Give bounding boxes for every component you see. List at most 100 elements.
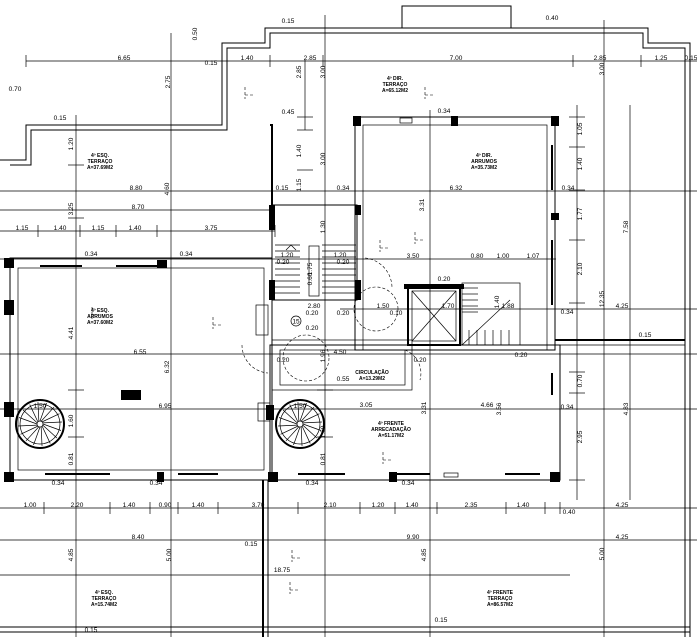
door-swing xyxy=(404,349,422,381)
dimension-label: 0.20 xyxy=(438,276,451,283)
dimension-label: 0.15 xyxy=(685,55,697,62)
spiral-stair-icon xyxy=(279,403,321,445)
plan-rect xyxy=(401,5,512,29)
plan-line xyxy=(41,425,51,444)
room-label-name: ARRECADAÇÃO xyxy=(371,426,411,433)
dimension-label: 1.15 xyxy=(16,225,29,232)
plan-outline xyxy=(270,124,273,205)
column xyxy=(550,472,560,482)
plan-line xyxy=(18,424,38,427)
dimension-label: 3.31 xyxy=(419,198,426,211)
dimension-label: 0.45 xyxy=(282,109,295,116)
dimension-label: 6.55 xyxy=(134,349,147,356)
plan-line xyxy=(40,426,43,446)
room-label-name: TERRAÇO xyxy=(383,82,408,88)
dimension-label: 3.31 xyxy=(421,401,428,414)
room-label-name: TERRAÇO xyxy=(88,159,113,165)
plan-rect xyxy=(308,245,320,297)
dimension-label: 4.50 xyxy=(334,349,347,356)
plan-line xyxy=(299,402,307,422)
dimension-label: 1.15 xyxy=(92,225,105,232)
dimension-label: 0.34 xyxy=(150,480,163,487)
plan-line xyxy=(33,426,41,446)
room-label-name: TERRAÇO xyxy=(92,596,117,602)
plan-rect xyxy=(255,304,269,336)
plan-line xyxy=(39,402,47,422)
column xyxy=(268,472,278,482)
dimension-label: 0.81 xyxy=(68,452,75,465)
room-label-name: CIRCULAÇÃO xyxy=(355,369,389,376)
dimension-label: 1.15 xyxy=(296,178,303,191)
room-label-name: TERRAÇO xyxy=(488,596,513,602)
spiral-stair-icon xyxy=(296,420,304,428)
plan-rect xyxy=(279,349,406,386)
dimension-label: 4.25 xyxy=(616,303,629,310)
plan-line xyxy=(300,426,303,446)
dimension-label: 2.85 xyxy=(594,55,607,62)
column xyxy=(4,300,14,315)
dimension-label: 2.35 xyxy=(465,502,478,509)
dimension-label: 3.00 xyxy=(320,65,327,78)
dimension-label: 1.05 xyxy=(577,122,584,135)
room-label-area: A=15.74M2 xyxy=(91,602,117,608)
dimension-label: 6.32 xyxy=(450,185,463,192)
room-label-level: 4º FRENTE xyxy=(378,421,405,427)
dimension-label: 1.40 xyxy=(123,502,136,509)
dimension-label: 0.80 xyxy=(471,253,484,260)
plan-rect xyxy=(257,402,271,422)
plan-line xyxy=(40,406,55,422)
plan-line xyxy=(280,425,299,435)
dimension-label: 12.35 xyxy=(599,290,606,307)
dimension-label: 0.20 xyxy=(337,310,350,317)
dimension-label: 6.32 xyxy=(164,360,171,373)
plan-line xyxy=(461,299,511,346)
dimension-label: 5.00 xyxy=(599,547,606,560)
room-label-area: A=65.12M2 xyxy=(382,88,408,94)
column xyxy=(4,472,14,482)
dimension-label: 0.70 xyxy=(577,374,584,387)
room-label-level: 4º DIR. xyxy=(387,76,404,82)
dimension-label: 0.20 xyxy=(306,310,319,317)
plan-rect xyxy=(269,344,561,481)
room-label-area: A=13.29M2 xyxy=(359,376,385,382)
column xyxy=(451,116,458,126)
plan-line xyxy=(282,409,298,424)
plan-rect xyxy=(461,282,521,346)
room-label-area: A=37.69M2 xyxy=(87,165,113,171)
plan-line xyxy=(278,417,298,425)
dimension-label: 0.55 xyxy=(337,376,350,383)
dimension-label: 6.65 xyxy=(118,55,131,62)
room-label-area: A=51.17M2 xyxy=(378,433,404,439)
plan-outline xyxy=(285,244,297,251)
dimension-label: 4.85 xyxy=(68,548,75,561)
column xyxy=(353,116,361,126)
plan-line xyxy=(18,417,38,425)
plan-line xyxy=(20,425,39,435)
plan-line xyxy=(285,426,300,442)
plan-rect xyxy=(354,116,556,351)
dimension-label: 3.00 xyxy=(599,62,606,75)
dimension-label: 1.40 xyxy=(577,157,584,170)
dimension-label: 1.40 xyxy=(517,502,530,509)
dimension-label: 4.25 xyxy=(616,534,629,541)
dimension-label: 18.75 xyxy=(274,567,291,574)
dimension-label: 1.50 xyxy=(294,403,307,410)
dimension-label: 0.81 xyxy=(320,452,327,465)
room-label-area: A=35.73M2 xyxy=(471,165,497,171)
dimension-label: 7.00 xyxy=(450,55,463,62)
dimension-label: 1.40 xyxy=(296,144,303,157)
plan-line xyxy=(42,421,62,424)
dimension-label: 3.05 xyxy=(360,402,373,409)
dimension-label: 1.40 xyxy=(54,225,67,232)
dimension-label: 0.15 xyxy=(245,541,258,548)
dimension-label: 3.25 xyxy=(68,202,75,215)
dimension-label: 1.40 xyxy=(192,502,205,509)
spiral-stair-icon xyxy=(15,399,65,449)
plan-line xyxy=(302,423,322,431)
plan-line xyxy=(289,404,299,423)
dimension-label: 8.40 xyxy=(132,534,145,541)
plan-rect xyxy=(271,339,413,391)
dimension-label: 1.75 xyxy=(307,262,314,275)
dimension-label: 1.40 xyxy=(241,55,254,62)
